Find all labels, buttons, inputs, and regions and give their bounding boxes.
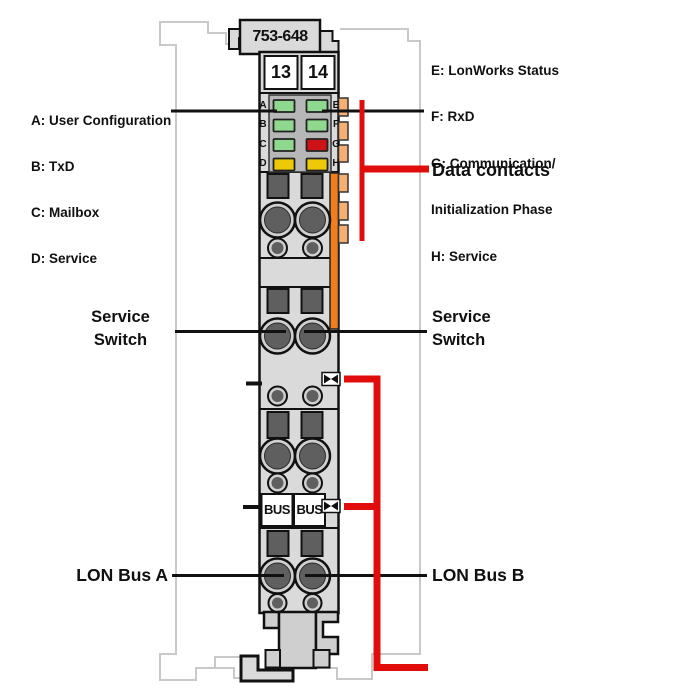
data-contact-tabs <box>337 97 349 244</box>
wire-port-center <box>306 390 319 402</box>
label-service-switch-right: Service Switch <box>432 308 491 349</box>
terminal-14-label: 14 <box>307 62 329 82</box>
bowtie-icon <box>324 501 338 511</box>
bowtie-connector-top <box>321 371 341 387</box>
bus-label-box-a <box>260 493 294 527</box>
led-letter-G: G <box>332 139 340 150</box>
legend-item: F: RxD <box>431 109 475 124</box>
led-letter-F: F <box>332 119 340 130</box>
led-letter-E: E <box>332 100 340 111</box>
legend-item: D: Service <box>31 251 98 266</box>
led-E <box>305 99 329 113</box>
terminal-13-label: 13 <box>270 62 292 82</box>
data-contact-tab <box>337 144 349 163</box>
led-B <box>272 118 296 133</box>
wire-port-center <box>307 597 318 609</box>
contact-square <box>300 411 324 439</box>
service-switch-section <box>258 288 332 407</box>
wire-port-center <box>271 477 284 489</box>
part-number-label: 753-648 <box>252 28 308 45</box>
led-C <box>272 138 296 152</box>
led-letter-A: A <box>259 100 267 111</box>
wire-port-center <box>272 597 283 609</box>
leader-lines <box>171 109 427 577</box>
legend-item: B: TxD <box>31 159 75 174</box>
data-contact-tab <box>337 224 349 244</box>
legend-item: C: Mailbox <box>31 205 100 220</box>
release-latch <box>239 654 295 683</box>
mounting-foot <box>239 610 340 683</box>
data-contact-tab <box>337 173 349 193</box>
clamp-button-center <box>264 442 291 470</box>
wire-port-center <box>306 477 319 489</box>
module-top-label-box <box>238 18 322 56</box>
legend-item: G: Communication/ <box>431 155 556 171</box>
connector-section-1 <box>258 173 332 259</box>
legend-item: E: LonWorks Status <box>431 62 560 78</box>
led-F <box>305 118 329 133</box>
latch-hook-right <box>319 30 340 53</box>
contact-square <box>300 530 324 557</box>
legend-item: H: Service <box>431 248 498 264</box>
bus-label-a: BUS <box>264 502 290 517</box>
data-contact-tab <box>337 97 349 117</box>
legend-item: Initialization Phase <box>431 202 553 217</box>
contact-square <box>266 173 290 199</box>
bus-label-b: BUS <box>296 502 323 517</box>
clamp-button-center <box>299 206 326 234</box>
contact-square <box>300 288 324 314</box>
led-H <box>305 157 329 172</box>
label-lon-bus-a: LON Bus A <box>76 565 168 585</box>
orange-power-strip <box>329 172 340 330</box>
led-letter-D: D <box>259 158 267 169</box>
clamp-button-center <box>264 206 291 234</box>
legend-right: E: LonWorks Status F: RxD G: Communicati… <box>431 35 559 291</box>
contact-square <box>266 411 290 439</box>
terminal-14-box <box>300 55 336 90</box>
bowtie-connector-bottom <box>321 498 341 514</box>
wire-port-center <box>271 242 284 254</box>
adjacent-module-outline-right <box>317 28 421 680</box>
label-data-contacts: Data contacts <box>432 160 551 180</box>
contact-square <box>266 288 290 314</box>
adjacent-module-outline-left <box>159 21 240 681</box>
led-D <box>272 157 296 172</box>
led-letter-C: C <box>259 139 267 150</box>
bus-section <box>258 411 332 527</box>
service-switch-button-right-center <box>299 322 326 350</box>
service-switch-button-left-center <box>264 322 291 350</box>
legend-item: A: User Configuration <box>31 113 172 128</box>
data-contact-tab <box>337 201 349 221</box>
contact-square <box>300 173 324 199</box>
red-annotation-lines <box>344 100 429 671</box>
contact-square <box>266 530 290 557</box>
led-A <box>272 99 296 113</box>
bus-connection-line <box>344 375 428 671</box>
led-G <box>305 138 329 152</box>
terminal-13-box <box>263 55 299 90</box>
label-service-switch-left: Service Switch <box>91 308 150 349</box>
led-letter-H: H <box>332 158 340 169</box>
bowtie-icon <box>324 374 338 384</box>
legend-left: A: User Configuration B: TxD C: Mailbox … <box>31 86 171 293</box>
clamp-button-center <box>299 442 326 470</box>
wire-port-center <box>271 390 284 402</box>
wire-port-center <box>306 242 319 254</box>
label-lon-bus-b: LON Bus B <box>432 565 525 585</box>
data-contact-tab <box>337 121 349 141</box>
led-letter-B: B <box>259 119 267 130</box>
